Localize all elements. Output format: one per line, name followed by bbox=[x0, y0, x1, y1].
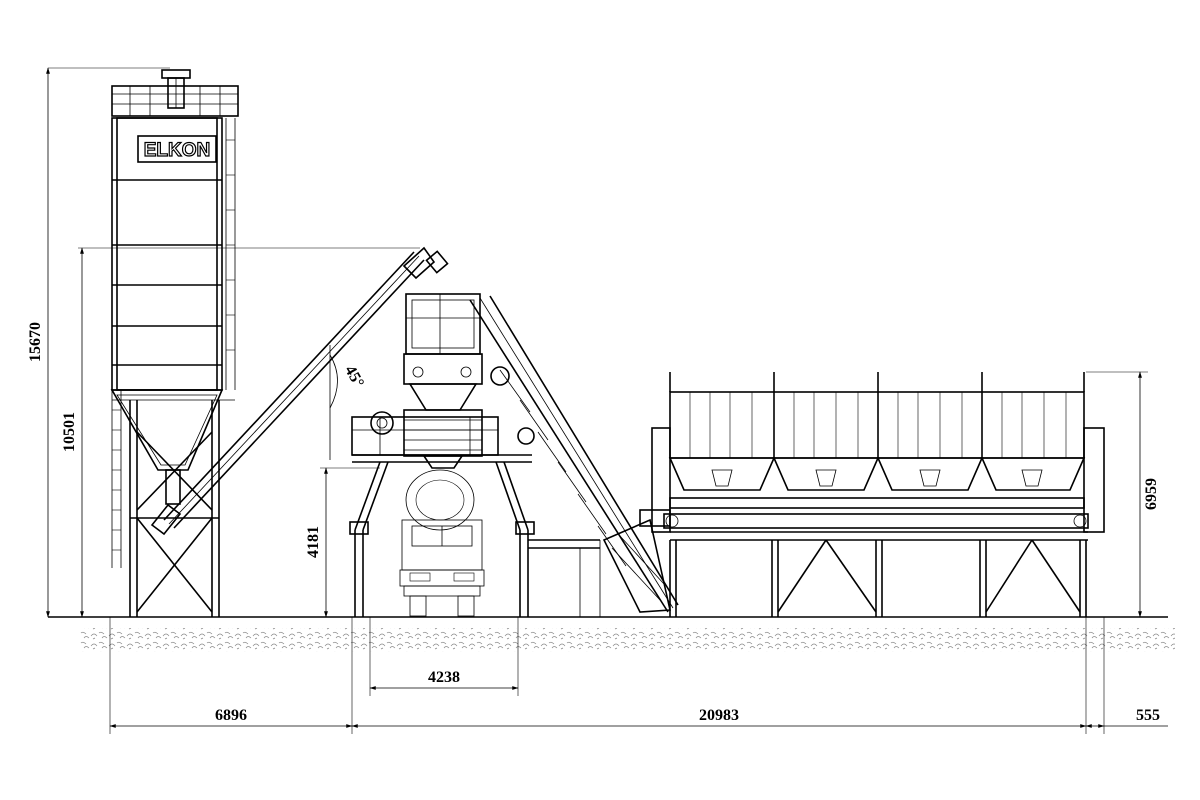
mixer-truck bbox=[399, 469, 485, 617]
aggregate-bins bbox=[639, 372, 1105, 617]
mixer-tower bbox=[349, 293, 601, 617]
inclined-belt-conveyor bbox=[469, 295, 679, 613]
dimension-lines: 15670 10501 4181 6959 4238 6896 20983 55… bbox=[27, 67, 1168, 734]
dim-end-offset: 555 bbox=[1136, 707, 1160, 724]
dim-bin-height: 6959 bbox=[1143, 478, 1160, 510]
screw-angle-label: 45° bbox=[341, 363, 367, 391]
screw-motor bbox=[402, 246, 436, 280]
elkon-logo-plate bbox=[137, 135, 217, 163]
dim-silo-offset: 6896 bbox=[215, 707, 247, 724]
dim-total-height: 15670 bbox=[27, 322, 44, 362]
ground bbox=[48, 616, 1175, 652]
dim-plant-length: 20983 bbox=[699, 707, 739, 724]
cement-screw-conveyor: 45° bbox=[163, 246, 449, 529]
dim-clearance-width: 4238 bbox=[428, 669, 460, 686]
dim-silo-height: 10501 bbox=[61, 412, 78, 452]
cement-silo: ELKON bbox=[110, 69, 239, 617]
ground-hatch bbox=[80, 628, 1175, 652]
dim-platform-height: 4181 bbox=[305, 526, 322, 558]
brand-logo: ELKON bbox=[144, 140, 211, 161]
